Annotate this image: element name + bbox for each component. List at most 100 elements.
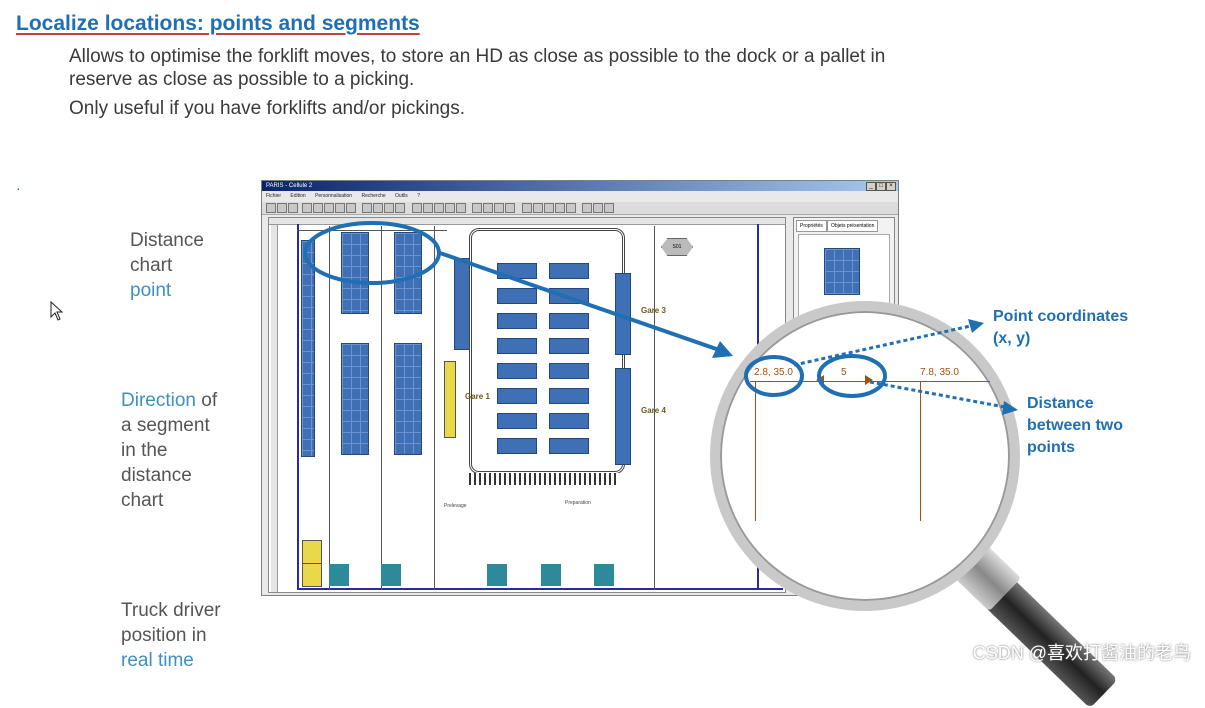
rack[interactable] xyxy=(497,438,537,454)
toolbar-button[interactable] xyxy=(362,203,372,213)
rack[interactable] xyxy=(497,388,537,404)
menu-item[interactable]: Personnalisation xyxy=(315,193,353,199)
segment-direction-arrow-icon xyxy=(865,375,873,385)
label-segment-direction: Direction of a segment in the distance c… xyxy=(121,390,218,511)
dock[interactable] xyxy=(594,564,614,586)
dock[interactable] xyxy=(381,564,401,586)
rack[interactable] xyxy=(341,343,369,455)
point-b-coordinates: 7.8, 35.0 xyxy=(920,367,959,378)
window-title: PARIS - Cellule 2 xyxy=(262,181,898,191)
toolbar-button[interactable] xyxy=(533,203,543,213)
rack[interactable] xyxy=(497,313,537,329)
segment-distance: 5 xyxy=(841,367,847,378)
description-line-1: Allows to optimise the forklift moves, t… xyxy=(69,46,886,67)
rack[interactable] xyxy=(341,232,369,314)
bullet-dot: · xyxy=(16,180,21,196)
zoom-arrowhead xyxy=(712,341,733,358)
toolbar-button[interactable] xyxy=(472,203,482,213)
toolbar-button[interactable] xyxy=(302,203,312,213)
toolbar-button[interactable] xyxy=(456,203,466,213)
tab-properties[interactable]: Propriétés xyxy=(796,220,827,232)
magnifier-annotations xyxy=(744,354,887,398)
toolbar xyxy=(262,202,898,215)
rack[interactable] xyxy=(497,338,537,354)
toolbar-button[interactable] xyxy=(494,203,504,213)
toolbar-button[interactable] xyxy=(373,203,383,213)
toolbar-button[interactable] xyxy=(346,203,356,213)
toolbar-button[interactable] xyxy=(566,203,576,213)
slide-title: Localize locations: points and segments xyxy=(16,12,420,35)
toolbar-button[interactable] xyxy=(288,203,298,213)
dock[interactable] xyxy=(487,564,507,586)
toolbar-button[interactable] xyxy=(505,203,515,213)
label-truck-driver: Truck driver position in real time xyxy=(121,600,221,671)
rack[interactable] xyxy=(549,263,589,279)
rack[interactable] xyxy=(549,438,589,454)
toolbar-button[interactable] xyxy=(483,203,493,213)
warehouse-layout-canvas[interactable]: Gare 1 Gare 3 Gare 4 Prelevage Preparati… xyxy=(268,217,786,593)
toolbar-button[interactable] xyxy=(395,203,405,213)
menu-item[interactable]: Outils xyxy=(395,193,408,199)
toolbar-button[interactable] xyxy=(335,203,345,213)
toolbar-button[interactable] xyxy=(277,203,287,213)
description-line-3: Only useful if you have forklifts and/or… xyxy=(69,98,466,119)
toolbar-button[interactable] xyxy=(434,203,444,213)
distance-highlight-ellipse xyxy=(817,354,887,398)
dock[interactable] xyxy=(541,564,561,586)
arrowhead-icon xyxy=(968,319,984,333)
rack[interactable] xyxy=(549,338,589,354)
toolbar-button[interactable] xyxy=(423,203,433,213)
maximize-button[interactable]: □ xyxy=(876,182,886,191)
toolbar-button[interactable] xyxy=(384,203,394,213)
rack[interactable] xyxy=(549,413,589,429)
rack[interactable] xyxy=(497,363,537,379)
distance-callout-arrow xyxy=(869,380,1011,410)
point-a-coordinates: 2.8, 35.0 xyxy=(754,367,793,378)
mouse-cursor-icon xyxy=(50,301,64,321)
rack[interactable] xyxy=(301,240,315,457)
minimize-button[interactable]: _ xyxy=(866,182,876,191)
zone-label: Prelevage xyxy=(444,503,467,509)
dock[interactable] xyxy=(329,564,349,586)
zone-label: Gare 1 xyxy=(465,392,490,401)
rack[interactable] xyxy=(615,368,631,465)
rack[interactable] xyxy=(549,388,589,404)
toolbar-button[interactable] xyxy=(582,203,592,213)
rack[interactable] xyxy=(394,343,422,455)
tab-presentation-objects[interactable]: Objets présentation xyxy=(827,220,879,232)
hex-marker[interactable]: S01 xyxy=(661,238,693,256)
highlight-ellipse xyxy=(303,221,441,285)
rack[interactable] xyxy=(394,232,422,314)
pls-zone[interactable] xyxy=(444,361,456,438)
toolbar-button[interactable] xyxy=(412,203,422,213)
toolbar-button[interactable] xyxy=(445,203,455,213)
toolbar-button[interactable] xyxy=(544,203,554,213)
toolbar-button[interactable] xyxy=(313,203,323,213)
zone-label: Gare 4 xyxy=(641,406,666,415)
dock-rex[interactable] xyxy=(302,563,322,587)
zone-label: Preparation xyxy=(565,500,591,506)
close-button[interactable]: × xyxy=(886,182,896,191)
menu-item[interactable]: Fichier xyxy=(266,193,282,199)
toolbar-button[interactable] xyxy=(266,203,276,213)
annotation-overlay xyxy=(303,221,733,358)
menu-item[interactable]: Recherche xyxy=(361,193,386,199)
menu-item[interactable]: Edition xyxy=(290,193,306,199)
callout-point-coordinates: Point coordinates (x, y) xyxy=(993,308,1129,347)
arrowhead-icon xyxy=(1002,401,1018,415)
menu-item[interactable]: ? xyxy=(417,193,420,199)
conveyor xyxy=(469,473,619,485)
toolbar-button[interactable] xyxy=(522,203,532,213)
description-line-2: reserve as close as possible to a pickin… xyxy=(69,69,415,90)
toolbar-button[interactable] xyxy=(555,203,565,213)
rack[interactable] xyxy=(549,313,589,329)
rack[interactable] xyxy=(497,288,537,304)
menu-bar: Fichier Edition Personnalisation Recherc… xyxy=(262,192,898,201)
toolbar-button[interactable] xyxy=(604,203,614,213)
rack[interactable] xyxy=(549,363,589,379)
toolbar-button[interactable] xyxy=(593,203,603,213)
callout-distance: Distance between two points xyxy=(1027,395,1124,456)
magnifier-lens: 2.8, 35.0 5 7.8, 35.0 xyxy=(710,301,1020,611)
toolbar-button[interactable] xyxy=(324,203,334,213)
rack[interactable] xyxy=(497,413,537,429)
